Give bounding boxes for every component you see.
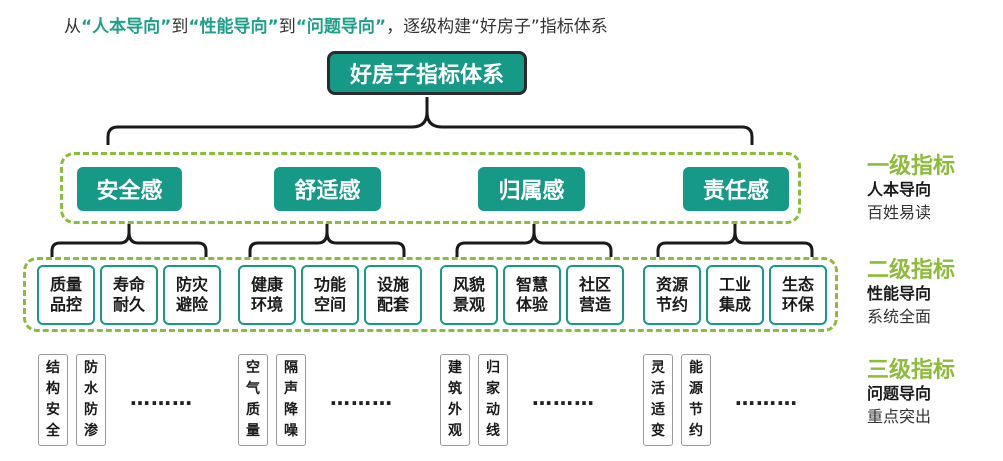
level2-zhihui: 智慧体验 <box>503 265 561 325</box>
brace-anquan <box>50 224 208 257</box>
intro-people-oriented: “人本导向” <box>81 17 172 37</box>
intro-to-1: 到 <box>171 17 189 37</box>
level1-guishu: 归属感 <box>478 167 585 211</box>
level2-shengtai: 生态环保 <box>769 265 827 325</box>
level2-indicator-title: 二级指标 <box>867 258 956 283</box>
intro-text: 从“人本导向”到“性能导向”到“问题导向”，逐级构建“好房子”指标体系 <box>64 12 608 37</box>
level2-shequ: 社区营造 <box>566 265 624 325</box>
brace-shushi <box>248 224 406 257</box>
level2-ziyuan: 资源节约 <box>643 265 701 325</box>
brace-zeren <box>656 224 814 257</box>
level2-shouming: 寿命耐久 <box>100 265 158 325</box>
root-node: 好房子指标体系 <box>327 51 527 95</box>
level3-guijia: 归家动线 <box>478 354 508 446</box>
level1-zeren: 责任感 <box>683 167 789 211</box>
level2-fangzai: 防灾避险 <box>163 265 221 325</box>
level3-indicator-desc: 重点突出 <box>867 407 932 426</box>
ellipsis-1: ……… <box>130 386 193 410</box>
intro-problem-oriented: “问题导向” <box>295 17 387 37</box>
level2-fengmao: 风貌景观 <box>440 265 498 325</box>
level1-indicator-orientation: 人本导向 <box>867 180 932 199</box>
intro-to-2: 到 <box>278 17 296 37</box>
level3-fangshui: 防水防渗 <box>76 354 106 446</box>
level2-zhiliang: 质量品控 <box>37 265 95 325</box>
level3-jiegou: 结构安全 <box>38 354 68 446</box>
level2-indicator-desc: 系统全面 <box>867 307 932 326</box>
intro-performance-oriented: “性能导向” <box>188 17 279 37</box>
level2-indicator-orientation: 性能导向 <box>867 284 932 303</box>
level3-gesheng: 隔声降噪 <box>276 354 306 446</box>
level2-jiankang: 健康环境 <box>238 265 296 325</box>
level3-nengyuan: 能源节约 <box>681 354 711 446</box>
level3-indicator-title: 三级指标 <box>867 358 956 383</box>
intro-tail: ，逐级构建“好房子”指标体系 <box>386 17 608 37</box>
level3-linghuo: 灵活适变 <box>643 354 673 446</box>
level2-sheshi: 设施配套 <box>364 265 422 325</box>
ellipsis-4: ……… <box>735 386 798 410</box>
level1-indicator-title: 一级指标 <box>867 154 956 179</box>
brace-guishu <box>455 224 613 257</box>
level1-anquan: 安全感 <box>77 167 182 211</box>
level3-indicator-orientation: 问题导向 <box>867 384 932 403</box>
level1-shushi: 舒适感 <box>274 167 381 211</box>
ellipsis-3: ……… <box>532 386 595 410</box>
ellipsis-2: ……… <box>330 386 393 410</box>
level2-gongye: 工业集成 <box>706 265 764 325</box>
level2-group <box>23 257 838 332</box>
level3-kongqi: 空气质量 <box>238 354 268 446</box>
level1-indicator-desc: 百姓易读 <box>867 203 932 222</box>
level3-jianzhu: 建筑外观 <box>440 354 470 446</box>
intro-from: 从 <box>64 17 81 37</box>
level2-gongneng: 功能空间 <box>301 265 359 325</box>
root-brace <box>106 97 754 145</box>
level1-group <box>60 152 801 224</box>
